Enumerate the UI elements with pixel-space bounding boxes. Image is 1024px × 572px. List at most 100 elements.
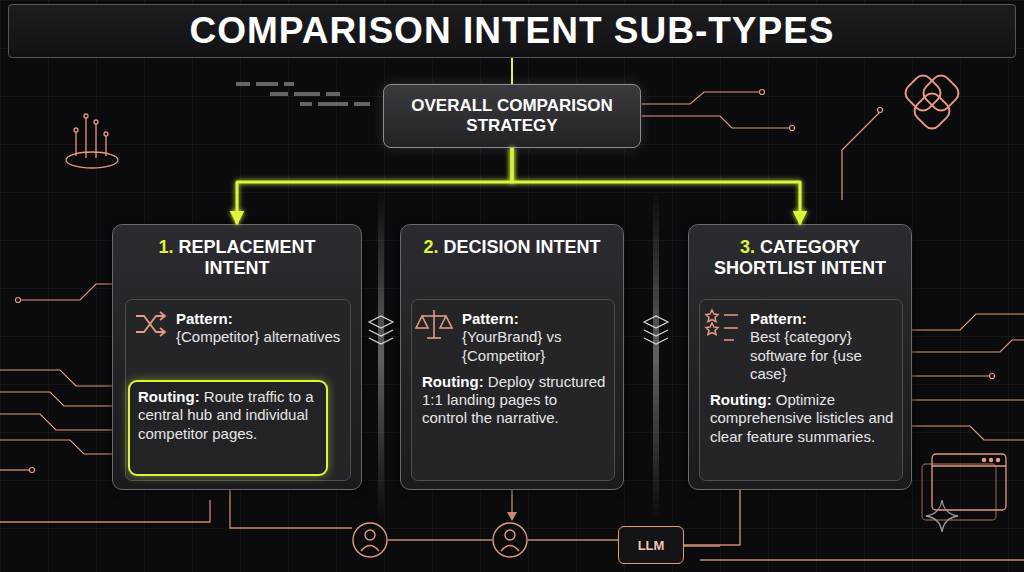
decoration — [416, 316, 428, 328]
node-text: {Competitor} alternatives — [176, 328, 342, 346]
decoration — [996, 458, 999, 461]
decoration — [842, 112, 880, 200]
text-group: 1. REPLACEMENT INTENT — [147, 237, 327, 278]
light-streak — [378, 190, 384, 520]
decoration — [369, 338, 393, 344]
shuffle-icon — [136, 312, 165, 336]
circuit-lines — [912, 314, 1024, 440]
decoration — [644, 330, 668, 336]
decoration — [369, 330, 393, 336]
field-label: Pattern: — [750, 310, 894, 328]
decoration — [0, 500, 210, 522]
decoration — [427, 337, 441, 339]
decoration — [932, 454, 1006, 510]
field-label: Pattern: — [462, 310, 606, 328]
decoration — [878, 108, 883, 113]
decoration — [790, 126, 795, 131]
decoration — [0, 469, 30, 470]
decoration — [294, 92, 320, 96]
decoration — [94, 120, 98, 124]
light-streak — [653, 190, 659, 520]
decoration — [136, 316, 164, 332]
decoration — [989, 458, 992, 461]
decoration — [160, 312, 165, 320]
sparkle-icon — [926, 500, 958, 532]
decoration — [422, 315, 446, 317]
decoration — [684, 545, 720, 546]
decoration — [920, 72, 962, 114]
decoration — [911, 90, 953, 132]
text-group: LLM — [638, 538, 665, 553]
field-label: Routing: — [138, 388, 200, 405]
text-group: OVERALL COMPARISON STRATEGY — [384, 96, 640, 137]
title-box: COMPARISON INTENT SUB-TYPES — [8, 4, 1016, 58]
decoration — [85, 118, 86, 158]
decoration — [95, 124, 96, 158]
text-group: Pattern:{YourBrand} vs {Competitor} — [422, 310, 606, 365]
decoration — [912, 375, 990, 376]
decoration — [0, 414, 112, 430]
decoration — [66, 152, 118, 168]
decoration — [0, 370, 112, 386]
window-icon — [922, 454, 1006, 520]
text-group: 3.CATEGORY SHORTLIST INTENT — [710, 237, 890, 278]
decoration — [74, 128, 78, 132]
text-group: Routing:Deploy structured 1:1 landing pa… — [422, 373, 606, 428]
data-dashes — [236, 82, 370, 106]
decoration — [256, 82, 278, 86]
decoration — [230, 490, 352, 528]
text-group: 2.DECISION INTENT — [422, 237, 602, 258]
decoration — [433, 310, 435, 338]
decoration — [932, 465, 1006, 466]
routing-box: Routing:Route traffic to a central hub a… — [128, 380, 328, 476]
circuit-lines — [642, 90, 883, 201]
decoration — [724, 314, 738, 316]
decoration — [912, 314, 1024, 330]
card-heading: REPLACEMENT INTENT — [179, 237, 316, 278]
callout-number: 1. — [158, 237, 173, 257]
decoration — [20, 284, 112, 300]
connector-arrow — [511, 148, 514, 224]
field-label: Routing: — [710, 391, 772, 408]
circuit-lines — [0, 284, 112, 473]
connector-arrow — [684, 490, 740, 545]
decoration — [724, 339, 734, 341]
node-text: Best {category} software for {use case} — [750, 328, 894, 383]
decoration — [511, 490, 512, 516]
text-group: Routing:Route traffic to a central hub a… — [138, 388, 318, 443]
pattern-box: Pattern:Best {category} software for {us… — [699, 299, 903, 481]
intent-card: 3.CATEGORY SHORTLIST INTENT Pattern:Best … — [688, 224, 912, 490]
decoration — [501, 546, 519, 552]
decoration — [353, 523, 387, 557]
decoration — [493, 523, 527, 557]
connector-arrow — [237, 148, 512, 224]
decoration — [644, 338, 668, 344]
decoration — [912, 340, 1024, 352]
decoration — [922, 464, 996, 520]
decoration — [642, 92, 760, 104]
decoration — [912, 426, 1024, 440]
decoration — [902, 72, 944, 114]
decoration — [326, 92, 340, 96]
decoration — [760, 90, 765, 95]
decoration — [300, 102, 312, 106]
decoration — [284, 82, 294, 86]
text-group: Routing:Optimize comprehensive listicles… — [710, 391, 894, 446]
card-heading: DECISION INTENT — [444, 237, 601, 257]
decoration — [0, 440, 112, 454]
strategy-box: OVERALL COMPARISON STRATEGY — [383, 84, 641, 148]
intent-card: 1. REPLACEMENT INTENT Pattern:{Competitor}… — [112, 224, 362, 490]
decoration — [440, 316, 452, 328]
arrow-head — [507, 512, 517, 521]
node-text: OVERALL COMPARISON STRATEGY — [411, 96, 613, 135]
decoration — [528, 539, 618, 540]
text-group: Pattern:Best {category} software for {us… — [710, 310, 894, 383]
pedestal-icon — [66, 114, 118, 168]
decoration — [642, 116, 790, 128]
pattern-box: Pattern:{Competitor} alternativesRouting… — [125, 299, 351, 481]
intent-card: 2.DECISION INTENT Pattern:{YourBrand} vs … — [400, 224, 624, 490]
knot-icon — [902, 72, 962, 132]
decoration — [700, 559, 1024, 560]
pattern-box: Pattern:{YourBrand} vs {Competitor} Routi… — [411, 299, 615, 481]
